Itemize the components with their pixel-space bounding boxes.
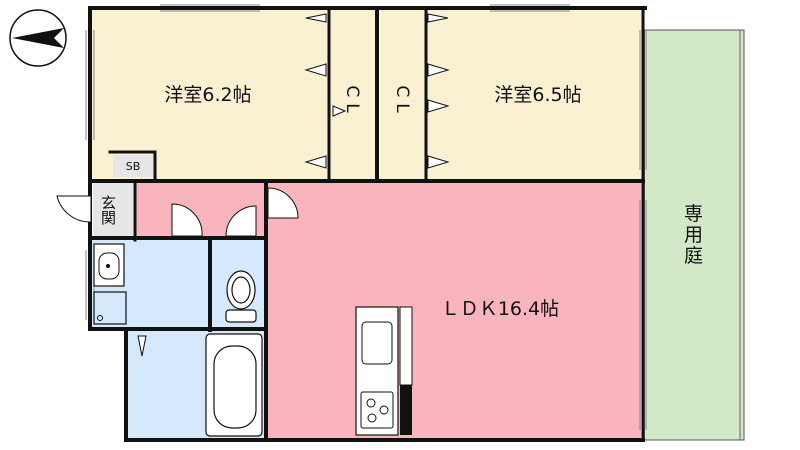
windows: [85, 4, 647, 430]
shoe-box-area: [113, 155, 153, 177]
door-swings: [56, 187, 299, 357]
closet-left-area: [330, 10, 375, 180]
north-arrow-icon: [9, 9, 67, 67]
private-garden-area: [643, 29, 745, 441]
entrance-area: [93, 183, 133, 238]
closet-right-label: CL: [392, 85, 412, 118]
shoe-box-label: SB: [126, 160, 141, 173]
entrance-label: 玄関: [99, 195, 117, 226]
closet-door-markers: [304, 13, 450, 169]
ldk-label: ＬＤＫ16.4帖: [441, 298, 559, 320]
ldk-area: [266, 183, 641, 440]
toilet-icon: [225, 270, 257, 323]
closet-left-label: CL: [342, 85, 362, 118]
private-garden-label: 専用庭: [681, 203, 703, 266]
western-room-left-label: 洋室6.2帖: [164, 84, 251, 106]
walls: [88, 6, 647, 442]
sink-icon: [93, 243, 125, 287]
bathtub-icon: [205, 333, 263, 437]
stove-icon: [360, 391, 394, 429]
washing-machine-icon: [93, 291, 127, 325]
kitchen-sink-icon: [361, 321, 393, 365]
western-room-right-area: [426, 10, 641, 180]
closet-right-area: [380, 10, 425, 180]
western-room-right-label: 洋室6.5帖: [494, 84, 581, 106]
